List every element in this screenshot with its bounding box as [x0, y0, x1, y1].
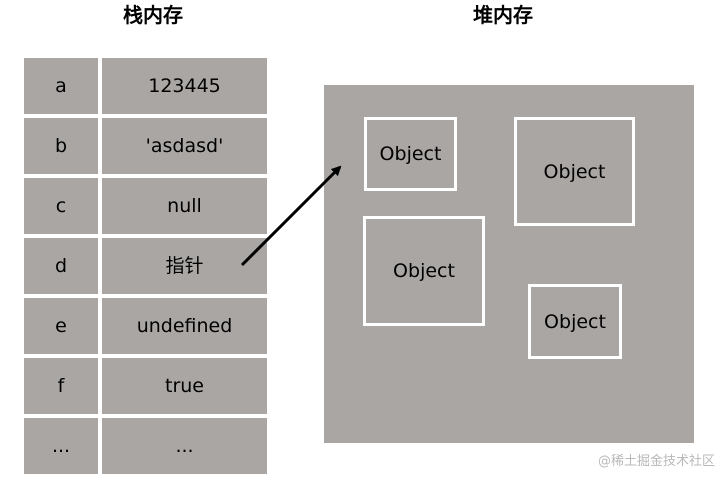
stack-row-b: b 'asdasd' [24, 118, 267, 174]
stack-key: b [24, 118, 98, 174]
stack-value: 'asdasd' [102, 118, 267, 174]
stack-value-pointer: 指针 [102, 238, 267, 294]
stack-row-a: a 123445 [24, 58, 267, 114]
heap-object: Object [514, 117, 635, 226]
stack-memory-table: a 123445 b 'asdasd' c null d 指针 e undefi… [24, 58, 267, 474]
stack-value: ... [102, 418, 267, 474]
stack-row-e: e undefined [24, 298, 267, 354]
watermark: @稀土掘金技术社区 [597, 454, 715, 469]
stack-row-d: d 指针 [24, 238, 267, 294]
stack-row-f: f true [24, 358, 267, 414]
stack-memory-title: 栈内存 [123, 3, 183, 27]
stack-key: e [24, 298, 98, 354]
stack-key: c [24, 178, 98, 234]
stack-key: d [24, 238, 98, 294]
heap-object: Object [364, 117, 457, 191]
stack-value: undefined [102, 298, 267, 354]
heap-object: Object [528, 284, 622, 359]
stack-value: null [102, 178, 267, 234]
heap-object: Object [363, 216, 485, 326]
stack-row-c: c null [24, 178, 267, 234]
heap-memory-title: 堆内存 [473, 3, 533, 27]
stack-key: a [24, 58, 98, 114]
stack-row-ellipsis: ... ... [24, 418, 267, 474]
heap-memory-area: Object Object Object Object [324, 85, 694, 443]
stack-key: f [24, 358, 98, 414]
stack-value: true [102, 358, 267, 414]
stack-value: 123445 [102, 58, 267, 114]
stack-key: ... [24, 418, 98, 474]
